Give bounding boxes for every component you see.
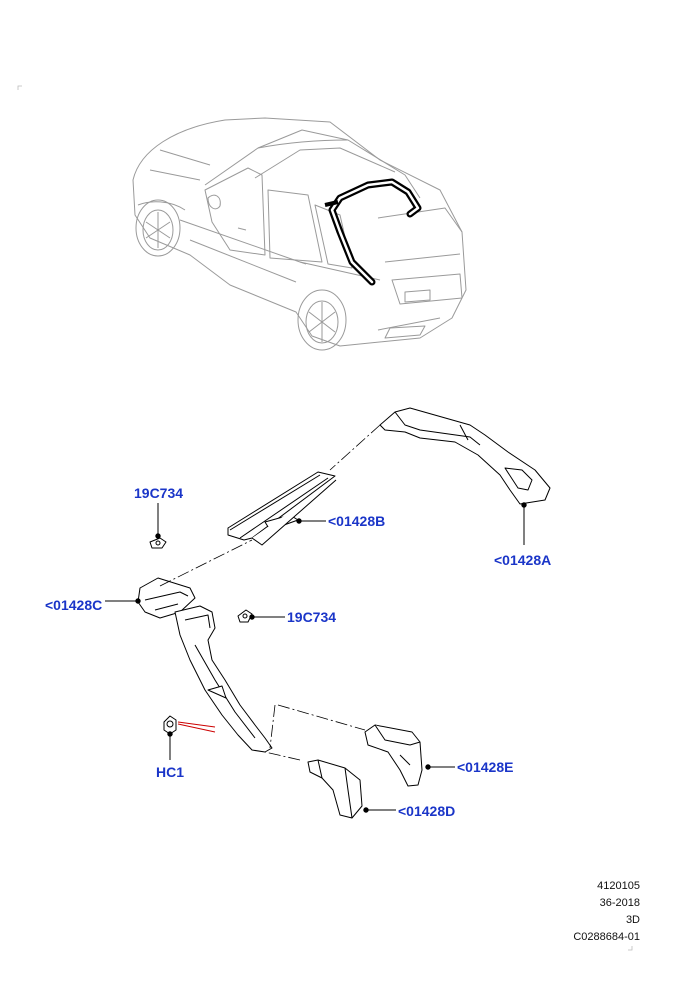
assembly-lines [159,424,381,761]
part-01428d-duct[interactable] [307,759,363,819]
callout-01428e[interactable]: <01428E [457,759,514,775]
leader-lines [105,502,527,813]
part-01428a-duct[interactable] [379,407,551,505]
callout-01428c[interactable]: <01428C [45,597,103,613]
callout-01428a[interactable]: <01428A [494,552,552,568]
fastener-hc1[interactable] [163,715,177,735]
callout-01428b[interactable]: <01428B [328,513,386,529]
reference-view-type: 3D [625,914,640,926]
reference-illustration-id: C0288684-01 [573,931,640,943]
callout-01428d[interactable]: <01428D [398,803,456,819]
vehicle-illustration [132,117,467,351]
clip-19c734-top[interactable] [149,537,167,549]
callout-hc1[interactable]: HC1 [156,764,185,780]
part-01428e-piece[interactable] [364,724,423,787]
callout-19c734-top[interactable]: 19C734 [134,485,184,501]
part-01428b-panel[interactable] [227,471,337,546]
reference-number: 4120105 [597,880,640,892]
crop-marks [17,85,633,951]
callout-19c734-mid[interactable]: 19C734 [287,609,337,625]
part-01428c-elbow[interactable] [137,577,196,619]
main-vertical-duct [174,605,273,753]
hc1-reference-lines [177,721,216,733]
duct-route-highlight [324,178,422,286]
diagram-reference-block: 4120105 36-2018 3D C0288684-01 [540,878,640,946]
reference-date-code: 36-2018 [599,897,640,909]
